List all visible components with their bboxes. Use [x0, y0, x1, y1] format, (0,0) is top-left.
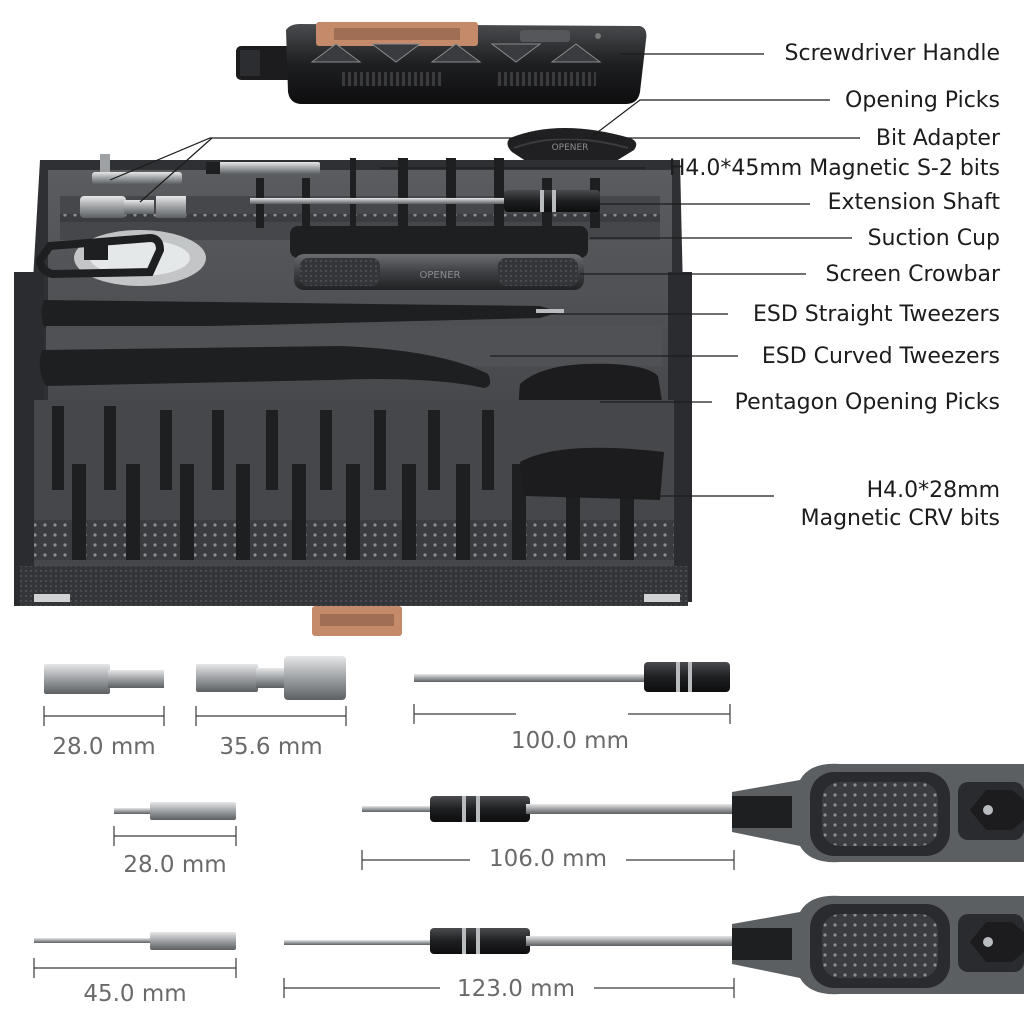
crowbar-brand-text: OPENER — [420, 270, 461, 281]
label-screwdriver-handle: Screwdriver Handle — [784, 41, 1000, 66]
extension-shaft-detail-image — [414, 662, 730, 692]
lower-bit-rows — [52, 406, 634, 560]
callout-leaders — [109, 53, 860, 497]
label-opening-picks: Opening Picks — [845, 88, 1000, 113]
dimension-handle-with-s2-bit: 123.0 mm — [457, 976, 575, 1002]
screen-crowbar-image: OPENER — [290, 226, 588, 290]
handle-with-crv-bit-image — [362, 763, 1024, 863]
screwdriver-handle-image — [236, 22, 647, 104]
label-suction-cup: Suction Cup — [867, 226, 1000, 251]
bit-adapter-long-image — [196, 656, 346, 700]
curved-tweezers-image — [39, 346, 491, 388]
dimension-crv-bit: 28.0 mm — [123, 852, 227, 878]
tool-tray-image: OPENER — [14, 154, 692, 636]
s2-bit-image — [34, 932, 236, 950]
label-crv-bits-line2: Magnetic CRV bits — [800, 506, 1000, 531]
dimension-bit-adapter-long: 35.6 mm — [219, 734, 323, 760]
label-esd-straight-tweezers: ESD Straight Tweezers — [752, 302, 1000, 327]
dimension-extension-shaft: 100.0 mm — [511, 728, 629, 754]
dimension-handle-with-crv-bit: 106.0 mm — [489, 846, 607, 872]
label-s2-bits: H4.0*45mm Magnetic S-2 bits — [668, 156, 1000, 181]
label-crv-bits-line1: H4.0*28mm — [866, 478, 1000, 503]
label-esd-curved-tweezers: ESD Curved Tweezers — [761, 344, 1000, 369]
pick-brand-text: OPENER — [552, 143, 589, 153]
straight-tweezers-image — [41, 300, 564, 330]
label-bit-adapter: Bit Adapter — [875, 126, 1000, 151]
label-pentagon-opening-picks: Pentagon Opening Picks — [734, 390, 1000, 415]
bit-adapter-short-image — [44, 664, 164, 694]
label-screen-crowbar: Screen Crowbar — [825, 262, 1001, 287]
suction-cup-image — [35, 230, 206, 286]
dimension-lines — [33, 704, 735, 998]
extension-shaft-image — [250, 190, 600, 212]
label-extension-shaft: Extension Shaft — [827, 190, 1000, 215]
crv-bit-image — [114, 802, 236, 820]
dimension-s2-bit: 45.0 mm — [83, 981, 187, 1007]
opening-pick-image: OPENER — [507, 128, 637, 185]
handle-with-s2-bit-image — [284, 895, 1024, 995]
dimension-bit-adapter-short: 28.0 mm — [52, 734, 156, 760]
